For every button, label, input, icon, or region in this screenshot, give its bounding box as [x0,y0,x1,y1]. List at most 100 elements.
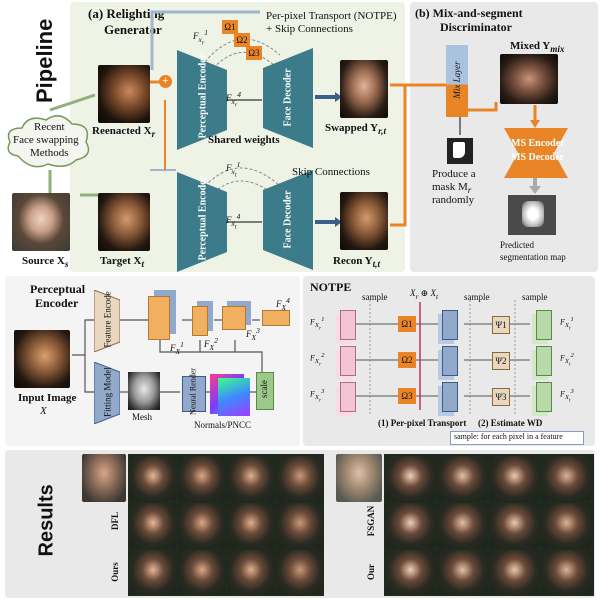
notpe-omega3: Ω3 [398,388,416,404]
notpe-fxr1: FXr1 [310,316,325,332]
cloud-shape [7,115,90,168]
skip-label-top: + Skip Connections [266,23,353,35]
notpe-step2: (2) Estimate WD [478,418,543,428]
swapped-label: Swapped Yr,t [325,122,386,137]
neural-render-box [182,376,206,412]
mask-image [447,138,473,164]
fx4-label: FX4 [276,296,290,312]
result-face [438,503,487,547]
feature-block-3 [222,306,246,330]
notpe-fxt2: FXt2 [560,352,574,368]
cloud-line-2: Face swapping [13,134,79,146]
recon-label: Recon Yt,t [333,255,381,270]
result-face [277,503,323,547]
notpe-fxr3: FXr3 [310,388,325,404]
ms-encoder-label: MS Encoder [511,138,565,149]
result-face [277,550,323,594]
f-xr1: Fxr1 [193,28,209,47]
notpe-fxr2: FXr2 [310,352,325,368]
mixed-photo [500,54,558,104]
notpe-mid-2 [442,346,458,376]
result-face [228,456,274,500]
predicted-text-2: segmentation map [500,252,566,262]
result-face [179,456,225,500]
encoder-top [177,50,227,150]
notpe-input-2 [340,346,356,376]
discriminator-panel [410,2,598,272]
target-photo [98,193,150,251]
result-face [130,503,176,547]
plus-icon: + [159,75,172,88]
omega1-box: Ω1 [222,20,238,34]
shared-weights: Shared weights [208,134,280,146]
predicted-map [508,195,556,235]
encoder-bottom [177,172,227,272]
row-fsgan-label: FSGAN [366,505,376,537]
notpe-omega2: Ω2 [398,352,416,368]
relighting-title-1: (a) Relighting [88,6,165,21]
result-face [228,550,274,594]
scale-box [256,372,274,410]
mesh-label: Mesh [132,412,152,422]
sample-2: sample [464,292,490,302]
notpe-fxt1: FXt1 [560,316,574,332]
omega2-box: Ω2 [234,33,250,47]
result-face [386,503,435,547]
result-face [542,503,591,547]
notpe-input-3 [340,382,356,412]
result-face [130,550,176,594]
disc-title-2: Discriminator [440,20,512,34]
feature-block-1 [148,296,170,340]
mix-layer-box [446,45,468,117]
source-photo [12,193,70,251]
notpe-title: NOTPE [310,280,352,294]
notpe-label: Per-pixel Transport (NOTPE) [266,10,397,22]
notpe-out-2 [536,346,552,376]
relighting-title-2: Generator [104,22,162,37]
feature-block-4 [262,310,290,326]
result-face [386,550,435,594]
fx1-label: FX1 [170,340,184,356]
notpe-mid-1 [442,310,458,340]
omega3-box: Ω3 [246,46,262,60]
row-dfl-label: DFL [110,512,120,530]
mesh-image [128,372,160,410]
notpe-lines [356,300,530,415]
cloud-line-1: Recent [34,121,65,133]
input-label-2: X [40,405,47,417]
f-xt1: Fxt1 [226,160,241,179]
ms-shape [504,128,568,178]
result-face [277,456,323,500]
result-face [542,550,591,594]
result-face [130,456,176,500]
input-photo [14,330,70,388]
predicted-text-1: Predicted [500,240,534,250]
ms-decoder-label: MS Decoder [511,152,565,163]
notpe-fxt3: FXt3 [560,388,574,404]
result-face [490,456,539,500]
notpe-input-1 [340,310,356,340]
result-face [438,550,487,594]
result-face [179,503,225,547]
cloud-line-3: Methods [30,147,69,159]
perceptual-title-1: Perceptual [30,282,86,296]
notpe-step1: (1) Per-pixel Transport [378,418,467,428]
row-ours-label: Ours [110,562,120,582]
notpe-out-1 [536,310,552,340]
feature-block-2 [192,306,208,336]
source-label: Source Xs [22,255,69,270]
swapped-photo [340,60,388,118]
target-label: Target Xt [100,255,144,270]
notpe-omega1: Ω1 [398,316,416,332]
pipeline-arrows [48,10,541,227]
xr-xt: Xr ⊕ Xt [410,288,439,301]
notpe-note-text: sample: for each pixel in a feature [454,432,563,441]
reenacted-label: Reenacted Xr [92,125,156,140]
notpe-psi2: Ψ2 [492,352,510,370]
input-label-1: Input Image [18,392,77,404]
reenacted-photo [98,65,150,123]
fx2-label: FX2 [204,336,218,352]
result-face [490,503,539,547]
notpe-note [450,431,584,445]
notpe-psi3: Ψ3 [492,388,510,406]
